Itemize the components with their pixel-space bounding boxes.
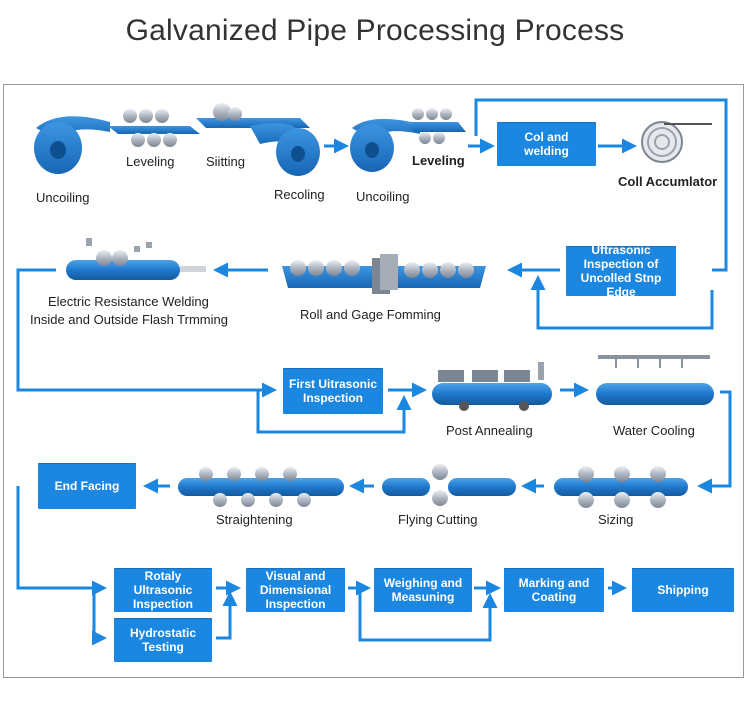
label-leveling-1: Leveling bbox=[126, 154, 175, 169]
roller-leveler-icon bbox=[406, 108, 466, 144]
label-slitting: Siitting bbox=[206, 154, 246, 169]
label-uncoiling-1: Uncoiling bbox=[36, 190, 90, 205]
label-uncoiling-2: Uncoiling bbox=[356, 189, 410, 204]
forming-rolls-icon bbox=[282, 254, 486, 294]
label-straightening: Straightening bbox=[216, 512, 293, 527]
step-first-ultrasonic-inspection: First Uitrasonic Inspection bbox=[283, 368, 383, 414]
flow-arrows bbox=[16, 98, 732, 646]
label-coil-accumulator: Coll Accumlator bbox=[618, 174, 718, 189]
coil-icon bbox=[34, 116, 110, 174]
coil-accumulator-icon bbox=[641, 121, 712, 163]
coil-icon bbox=[250, 123, 320, 176]
label-roll-forming: Roll and Gage Fomming bbox=[300, 307, 441, 322]
step-rotary-ultrasonic-inspection: Rotaly Ultrasonic Inspection bbox=[114, 568, 212, 612]
step-ultrasonic-edge-inspection: Uftrasonic Inspection of Uncolled Stnp E… bbox=[566, 243, 676, 299]
step-coil-welding: Col and welding bbox=[497, 122, 596, 166]
sizing-rolls-icon bbox=[554, 466, 688, 508]
diagram-frame bbox=[3, 84, 744, 678]
roller-leveler-icon bbox=[108, 109, 200, 147]
cutting-saw-icon bbox=[382, 464, 516, 506]
step-visual-dimensional-inspection: Visual and Dimensional Inspection bbox=[246, 568, 345, 612]
label-recoiling: Recoling bbox=[274, 187, 325, 202]
label-erw-line1: Electric Resistance Welding bbox=[48, 294, 209, 309]
step-hydrostatic-testing: Hydrostatic Testing bbox=[114, 618, 212, 662]
step-shipping: Shipping bbox=[632, 568, 734, 612]
pipe-icon bbox=[66, 238, 206, 280]
step-weighing-measuring: Weighing and Measuning bbox=[374, 568, 472, 612]
annealing-furnace-icon bbox=[432, 362, 552, 411]
label-water-cooling: Water Cooling bbox=[613, 423, 695, 438]
label-leveling-2: Leveling bbox=[412, 153, 465, 168]
label-sizing: Sizing bbox=[598, 512, 634, 527]
label-flying-cutting: Flying Cutting bbox=[398, 512, 478, 527]
step-marking-coating: Marking and Coating bbox=[504, 568, 604, 612]
diagram-title: Galvanized Pipe Processing Process bbox=[125, 14, 625, 47]
straightener-icon bbox=[178, 467, 344, 507]
label-post-annealing: Post Annealing bbox=[446, 423, 533, 438]
label-erw-line2: Inside and Outside Flash Trmming bbox=[30, 312, 228, 327]
step-end-facing: End Facing bbox=[38, 463, 136, 509]
water-spray-icon bbox=[596, 355, 714, 405]
coil-icon bbox=[350, 118, 420, 172]
slitter-icon bbox=[196, 103, 310, 128]
